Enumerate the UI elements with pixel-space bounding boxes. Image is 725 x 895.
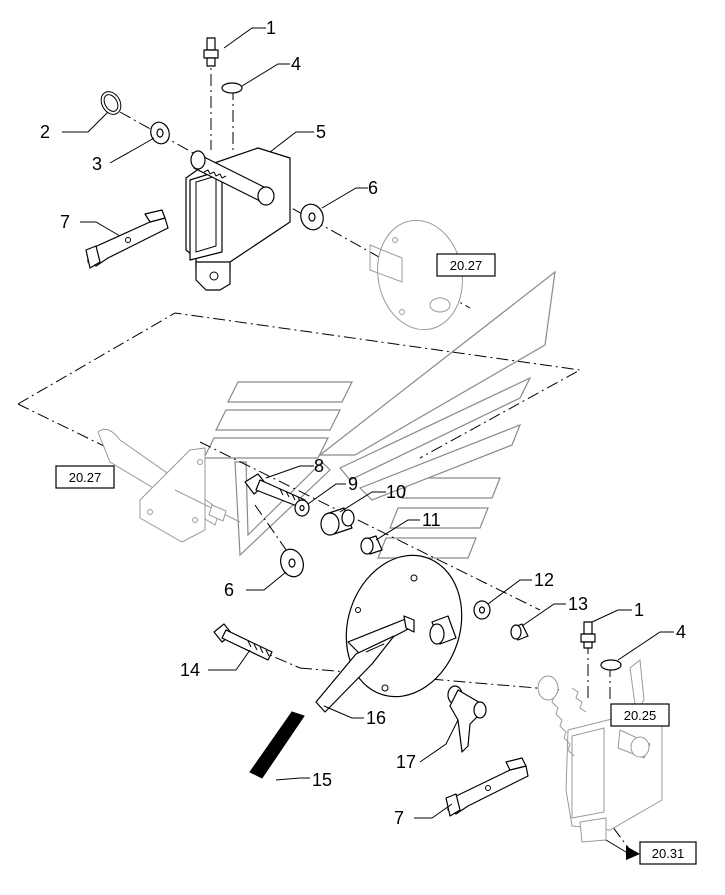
callout-3: 3 — [92, 154, 102, 174]
callout-4: 4 — [291, 54, 301, 74]
callout-1: 1 — [266, 18, 276, 38]
callout-4-lower: 4 — [676, 622, 686, 642]
reference-box-right[interactable]: 20.25 — [610, 703, 670, 727]
washer-top — [150, 121, 170, 145]
callout-10: 10 — [386, 482, 406, 502]
reference-label: 20.27 — [450, 258, 483, 273]
knob-17 — [447, 685, 487, 753]
bracket-housing — [185, 147, 291, 291]
rubber-pad-15 — [249, 711, 305, 779]
callout-6: 6 — [368, 178, 378, 198]
reference-box-bottom[interactable]: 20.31 — [605, 839, 697, 865]
callout-17: 17 — [396, 752, 416, 772]
callout-7: 7 — [60, 212, 70, 232]
callout-13: 13 — [568, 594, 588, 614]
callout-16: 16 — [366, 708, 386, 728]
grease-nipple-lower — [580, 621, 596, 649]
callout-5: 5 — [316, 122, 326, 142]
callout-9: 9 — [348, 474, 358, 494]
callout-14: 14 — [180, 660, 200, 680]
washer-lower — [280, 548, 304, 578]
ghost-bracket-left — [97, 428, 241, 543]
washer-9 — [294, 499, 310, 517]
washer-mid — [300, 203, 324, 231]
reference-label: 20.31 — [652, 846, 685, 861]
watermark-logo — [203, 270, 556, 559]
lever-16 — [315, 615, 415, 713]
spacer-10 — [320, 507, 355, 536]
reference-box-left[interactable]: 20.27 — [55, 465, 115, 489]
reference-label: 20.25 — [624, 708, 657, 723]
reference-label: 20.27 — [69, 470, 102, 485]
leader-lines — [62, 27, 674, 819]
callout-1-lower: 1 — [634, 600, 644, 620]
nut-13 — [510, 623, 529, 641]
callout-numbers: 1 4 2 3 5 6 7 8 9 10 11 6 12 13 1 4 14 1… — [40, 18, 686, 828]
callout-12: 12 — [534, 570, 554, 590]
callout-11: 11 — [422, 510, 441, 530]
callout-8: 8 — [314, 456, 324, 476]
bushing-11 — [360, 535, 383, 555]
reference-box-top[interactable]: 20.27 — [436, 253, 496, 277]
circlip — [100, 91, 122, 115]
bolt-14 — [213, 623, 273, 661]
plate-lower — [600, 659, 622, 671]
plate-top — [221, 82, 243, 94]
callout-2: 2 — [40, 122, 50, 142]
ghost-housing-lower — [537, 659, 663, 843]
locking-clip-lower — [445, 757, 529, 817]
grease-nipple-top — [203, 37, 219, 67]
callout-15: 15 — [312, 770, 332, 790]
locking-clip-top — [85, 209, 169, 269]
callout-6-lower: 6 — [224, 580, 234, 600]
arrow-icon — [626, 846, 640, 860]
callout-7-lower: 7 — [394, 808, 404, 828]
washer-12 — [473, 600, 491, 620]
